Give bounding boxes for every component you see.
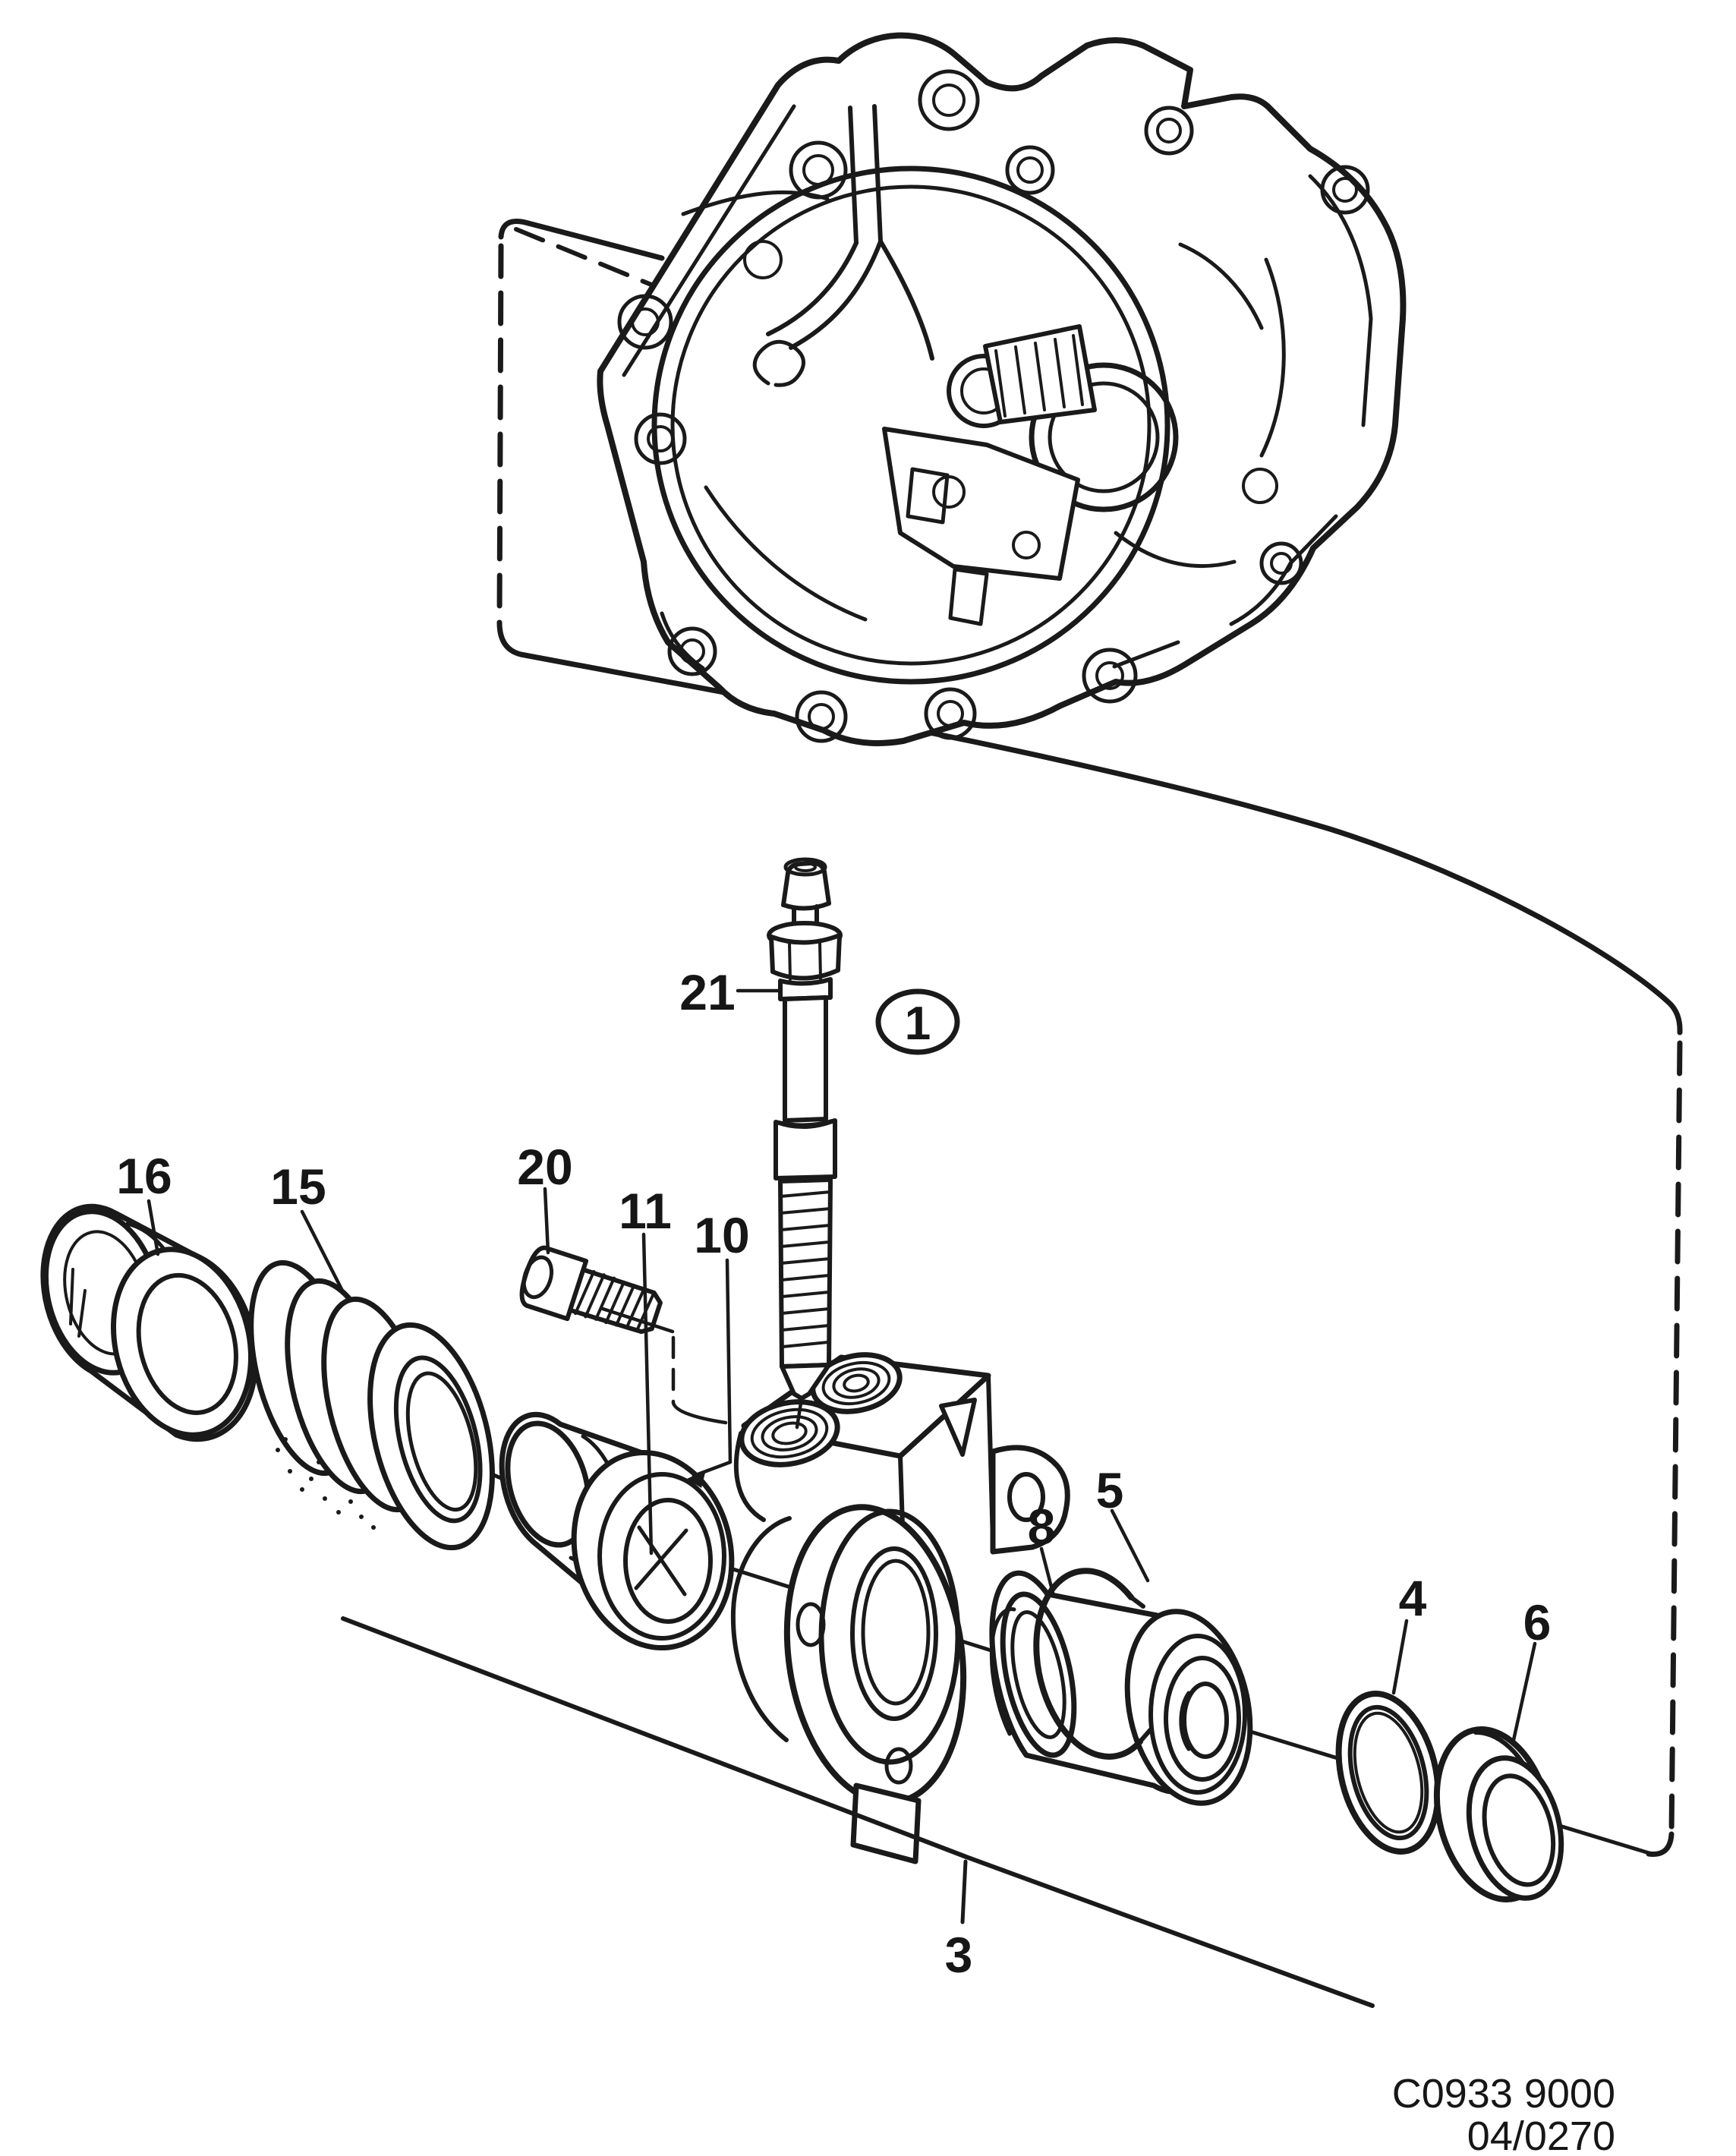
leader-4 — [1391, 1619, 1409, 1695]
leader-20-extension — [600, 1307, 728, 1425]
part-4-o-ring — [1335, 1691, 1441, 1855]
transmission-housing — [597, 32, 1407, 746]
footer-revision: 04/0270 — [1467, 2113, 1615, 2156]
leader-20 — [543, 1187, 550, 1255]
housing-ribs — [681, 104, 1286, 626]
callout-15: 15 — [270, 1158, 326, 1215]
leader-8 — [1039, 1546, 1056, 1598]
assembly-ref-circle: 1 — [875, 988, 960, 1055]
leader-16 — [147, 1199, 160, 1256]
leader-5 — [1110, 1508, 1150, 1583]
leader-10 — [687, 1258, 733, 1488]
leader-6 — [1511, 1641, 1537, 1742]
callout-10: 10 — [694, 1207, 749, 1263]
callout-20: 20 — [517, 1139, 572, 1195]
boot-shading-dots — [276, 1437, 376, 1530]
assembly-ref-label: 1 — [905, 998, 931, 1050]
leader-11 — [641, 1232, 654, 1556]
footer: C0933 9000 04/0270 — [1392, 2071, 1615, 2156]
part-8-5-piston — [989, 1568, 1253, 1806]
bracket-3 — [341, 1616, 1375, 2008]
bleeder-needle-line — [795, 1396, 804, 1429]
part-21-bleeder-valve — [767, 857, 843, 1429]
slave-cylinder-body — [730, 1352, 1070, 1864]
part-6-seal-ring — [1433, 1726, 1564, 1902]
part-20-screw — [519, 1245, 663, 1335]
callout-11: 11 — [619, 1183, 672, 1239]
part-11-sleeve — [499, 1411, 735, 1651]
callout-5: 5 — [1096, 1462, 1124, 1518]
part-15-boot — [248, 1259, 495, 1551]
part-5-ring — [1033, 1568, 1153, 1760]
callout-labels: 16 15 20 11 10 21 8 5 4 6 3 — [116, 964, 1551, 1983]
part-16-seal-ring — [40, 1203, 259, 1442]
footer-code: C0933 9000 — [1392, 2071, 1615, 2117]
callout-3: 3 — [945, 1927, 973, 1983]
callout-21: 21 — [679, 964, 735, 1020]
callout-16: 16 — [116, 1148, 172, 1204]
callout-4: 4 — [1399, 1570, 1427, 1626]
leader-lines — [147, 988, 1537, 1742]
leader-15 — [300, 1209, 345, 1294]
callout-6: 6 — [1523, 1594, 1552, 1650]
callout-8: 8 — [1028, 1499, 1056, 1555]
